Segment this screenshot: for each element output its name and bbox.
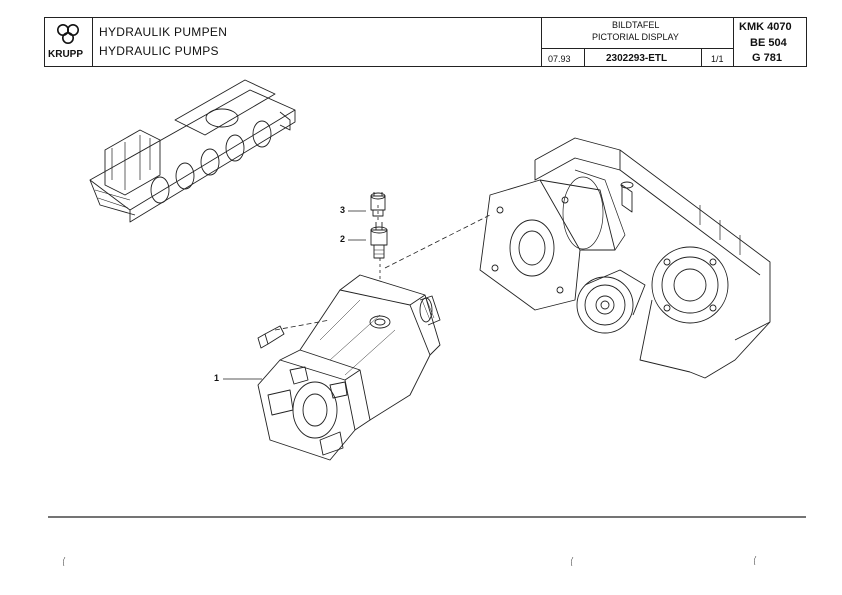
group-code: G 781	[752, 52, 782, 64]
display-label-german: BILDTAFEL	[612, 20, 660, 30]
crane-vehicle-illustration	[89, 79, 296, 223]
issue-date: 07.93	[548, 54, 571, 64]
be-code: BE 504	[750, 37, 787, 49]
title-english: HYDRAULIC PUMPS	[99, 44, 219, 58]
callout-3: 3	[340, 205, 346, 215]
sheet-number: 1/1	[711, 54, 724, 64]
title-german: HYDRAULIK PUMPEN	[99, 25, 228, 39]
brand-name: KRUPP	[48, 49, 84, 60]
item-1-hydraulic-pump	[257, 274, 441, 461]
callout-1: 1	[214, 373, 220, 383]
item-2-fitting	[370, 222, 388, 259]
callout-2: 2	[340, 234, 346, 244]
item-3-plug-screw	[370, 192, 386, 217]
model-code: KMK 4070	[739, 21, 792, 33]
mounting-bolt	[257, 325, 285, 349]
display-label-english: PICTORIAL DISPLAY	[592, 32, 679, 42]
document-number: 2302293-ETL	[606, 53, 668, 64]
gearbox-illustration	[479, 137, 771, 379]
title-block-frame	[44, 17, 807, 67]
